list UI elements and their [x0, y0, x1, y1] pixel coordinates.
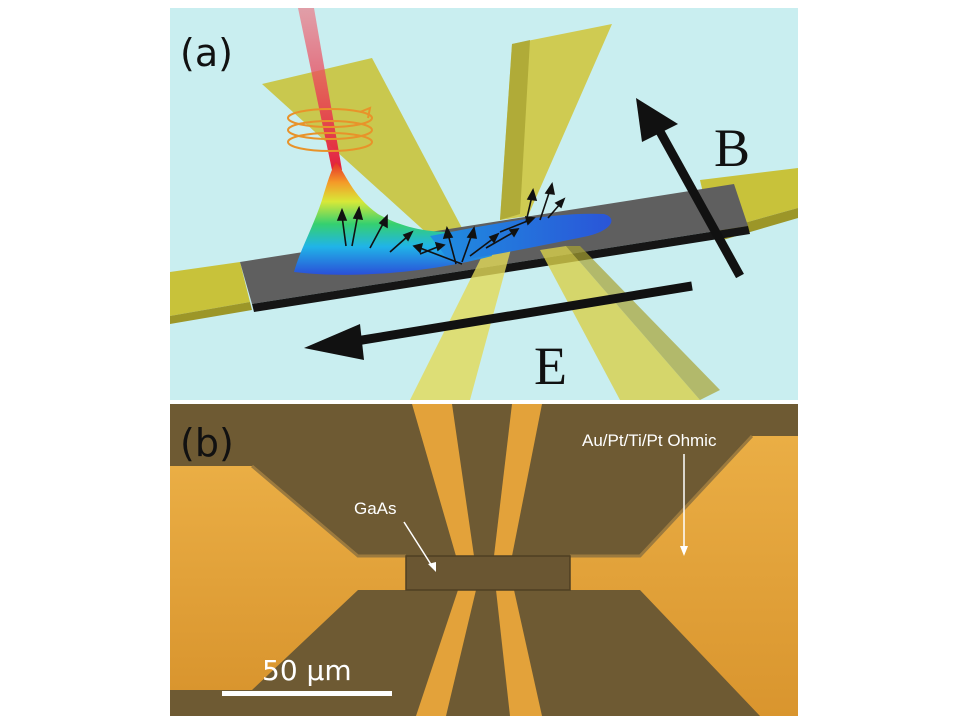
ohmic-contact-label: Au/Pt/Ti/Pt Ohmic — [582, 431, 717, 450]
panel-a-label: (a) — [180, 31, 233, 75]
panel-b: GaAs Au/Pt/Ti/Pt Ohmic 50 µm (b) — [170, 404, 798, 716]
ohmic-pointer-head — [680, 546, 688, 556]
gaas-label: GaAs — [354, 499, 397, 518]
ohmic-pad-left-edge — [251, 464, 406, 558]
electric-field-arrow — [304, 281, 693, 360]
gate-electrode-bottom-left — [410, 238, 514, 400]
panel-b-label: (b) — [180, 421, 234, 465]
circular-polarization-icon — [287, 106, 373, 152]
gate-finger-bottom-1 — [416, 590, 476, 716]
gate-finger-bottom-2 — [496, 590, 542, 716]
gate-electrode-bottom-right — [540, 246, 700, 400]
scale-bar — [222, 691, 392, 696]
gaas-pointer-head — [428, 562, 436, 572]
ohmic-contact-left-edge — [170, 302, 252, 324]
electric-field-label: E — [534, 336, 567, 396]
laser-beam — [298, 8, 342, 170]
spin-distribution-tail — [430, 213, 612, 262]
ohmic-contact-left — [170, 262, 250, 316]
ohmic-pad-right — [570, 436, 798, 716]
magnetic-field-label: B — [714, 118, 750, 178]
gate-electrode-top-right-shadow — [500, 40, 530, 220]
panel-a: B E (a) — [170, 8, 798, 400]
scale-bar-label: 50 µm — [262, 654, 352, 687]
gate-electrode-bottom-right-shadow — [566, 246, 720, 400]
gaas-pointer-line — [403, 521, 433, 567]
ohmic-pad-left — [170, 466, 406, 690]
gate-finger-top-2 — [494, 404, 542, 556]
gate-finger-top-1 — [412, 404, 474, 556]
spin-arrows — [336, 181, 566, 265]
gaas-channel — [405, 555, 571, 591]
ohmic-pad-right-edge — [570, 434, 754, 558]
magnetic-field-arrow — [636, 98, 744, 279]
